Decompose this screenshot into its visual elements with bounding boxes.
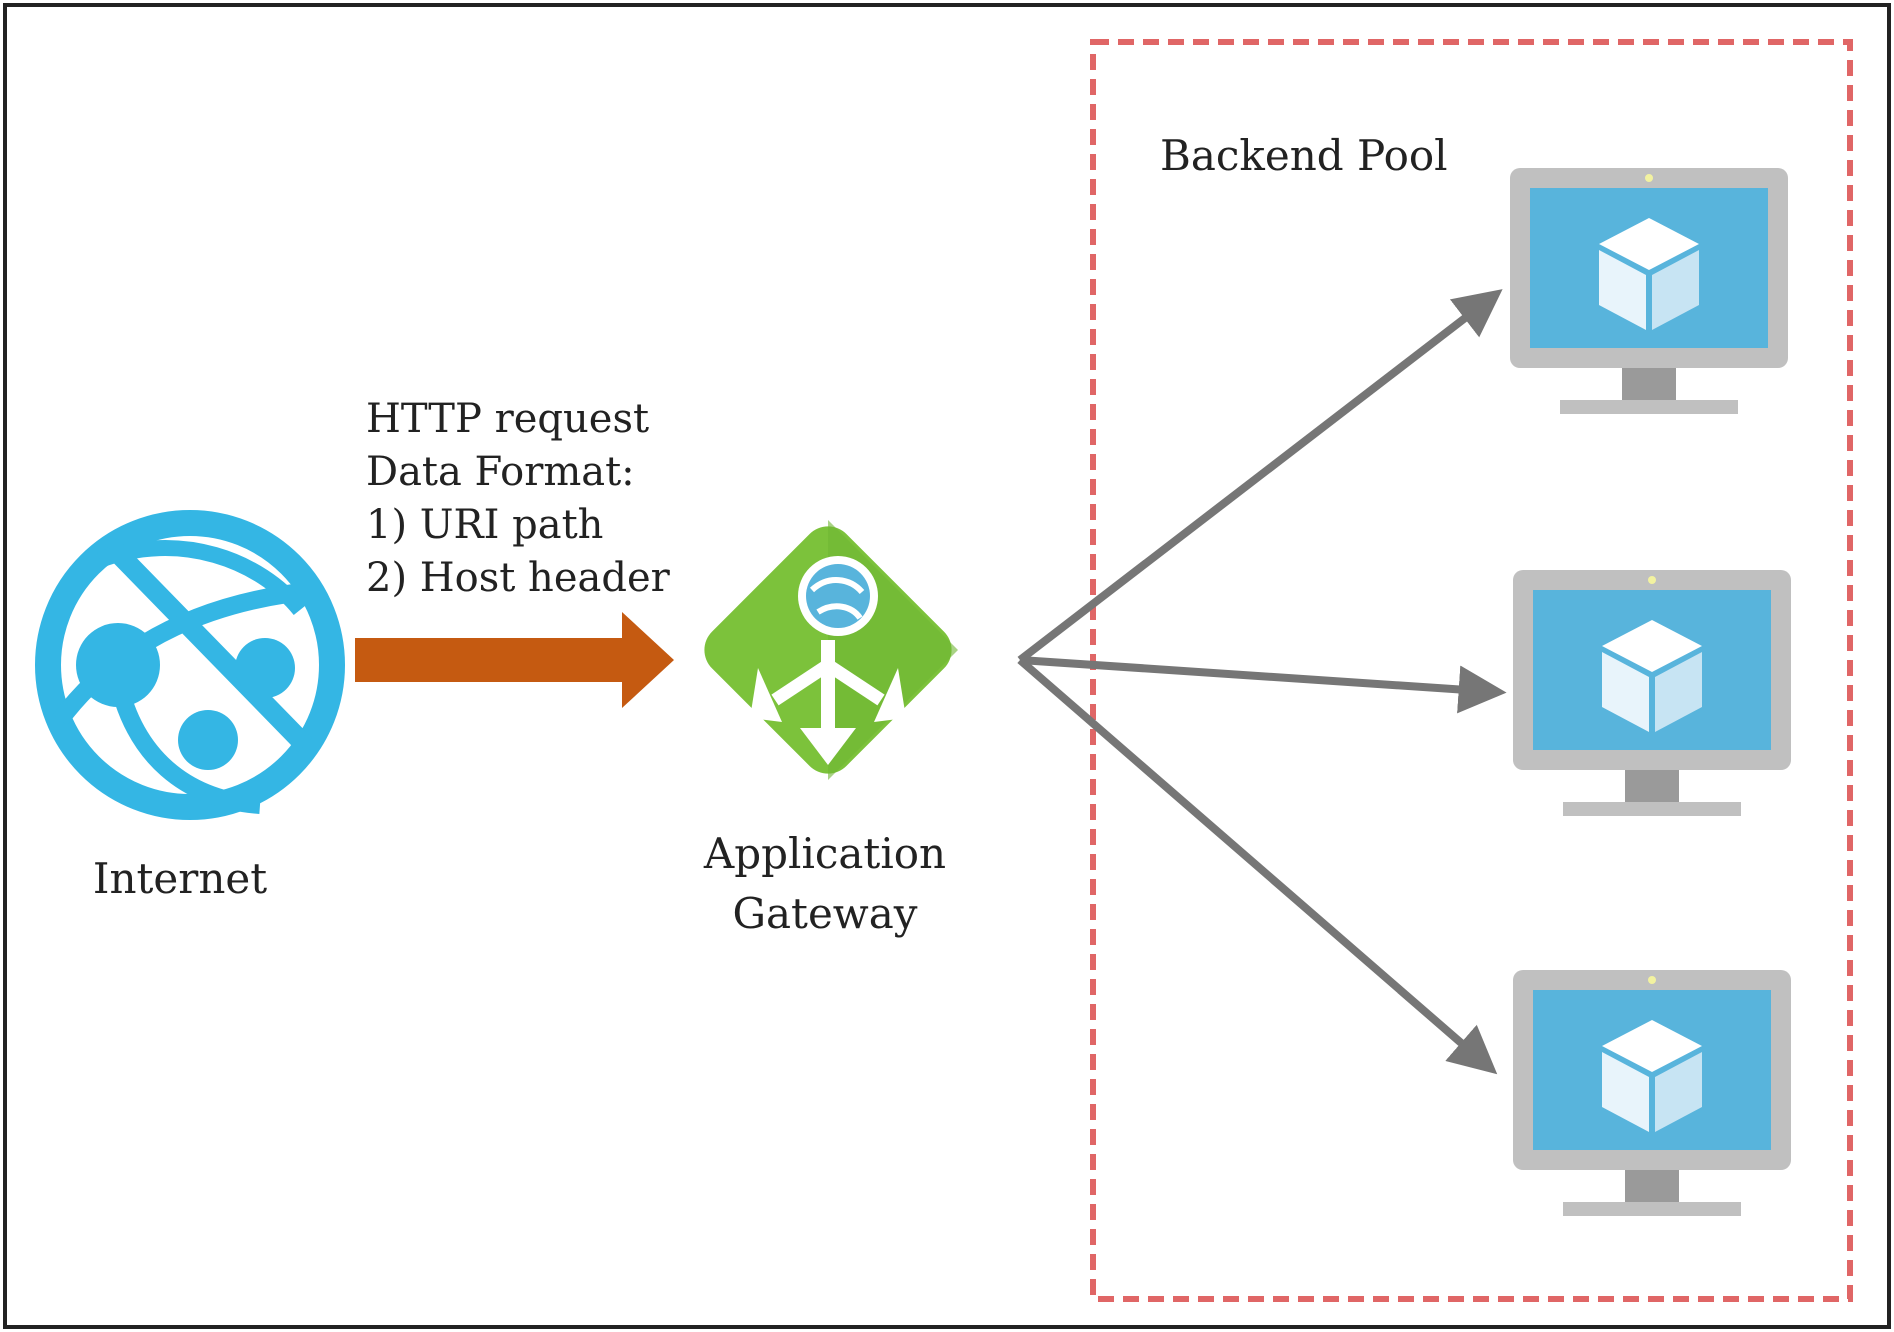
request-line: HTTP request <box>366 396 649 442</box>
gateway-label-line1: Application <box>703 829 946 878</box>
fan-arrow-top <box>1017 289 1503 664</box>
request-line: Data Format: <box>366 449 635 495</box>
gateway-label-line2: Gateway <box>732 889 917 938</box>
fan-arrow-bottom <box>1017 656 1498 1075</box>
backend-pool-boundary <box>1090 39 1853 1302</box>
request-line: 2) Host header <box>366 555 671 601</box>
virtual-machine-icon <box>1513 970 1791 1216</box>
request-line: 1) URI path <box>366 502 603 548</box>
globe-network-icon <box>35 510 345 820</box>
application-gateway-icon <box>704 520 958 780</box>
request-arrow <box>355 612 674 708</box>
internet-label: Internet <box>93 854 267 903</box>
request-text-block: HTTP request Data Format: 1) URI path 2)… <box>366 396 671 601</box>
virtual-machine-icon <box>1513 570 1791 816</box>
backend-pool-label: Backend Pool <box>1160 131 1448 180</box>
fan-arrow-middle <box>1019 656 1507 714</box>
virtual-machine-icon <box>1510 168 1788 414</box>
